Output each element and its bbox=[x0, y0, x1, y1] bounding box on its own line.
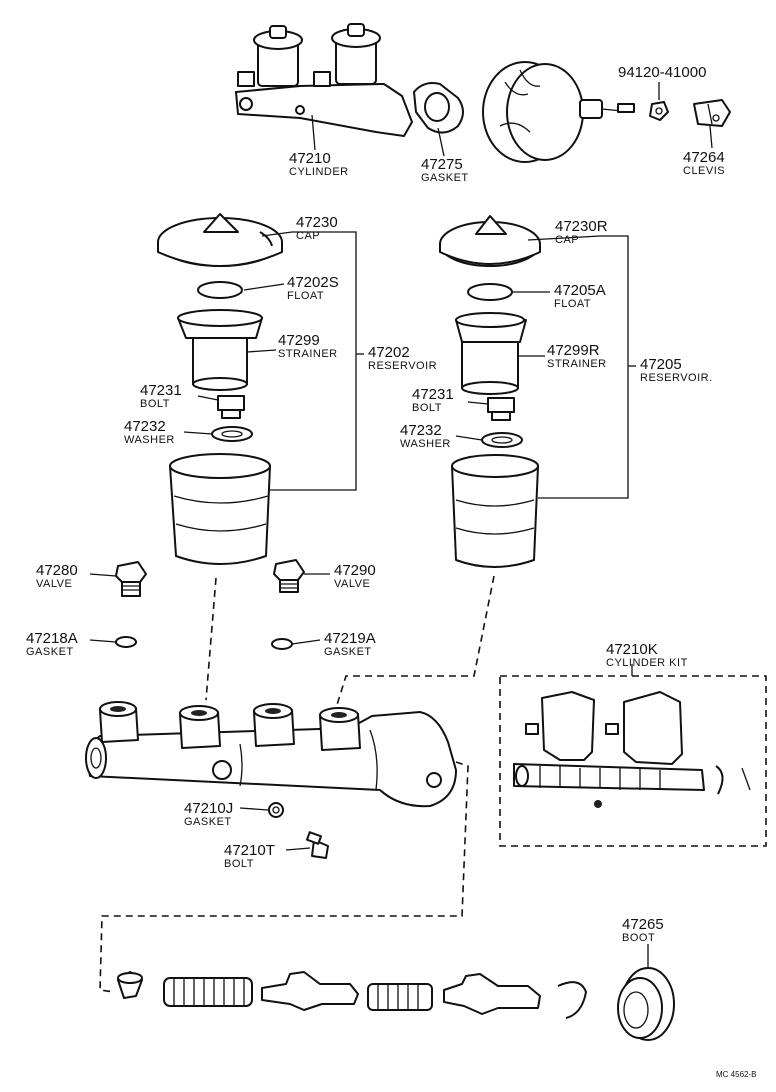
gasket-47210J bbox=[268, 802, 284, 818]
svg-text:47210T: 47210T bbox=[224, 842, 275, 859]
svg-text:47232: 47232 bbox=[400, 422, 442, 439]
label-47205: 47205 RESERVOIR. bbox=[640, 356, 713, 384]
svg-text:47232: 47232 bbox=[124, 418, 166, 435]
svg-text:47205A: 47205A bbox=[554, 282, 606, 299]
svg-text:VALVE: VALVE bbox=[36, 578, 72, 590]
label-47231-left: 47231 BOLT bbox=[140, 382, 182, 410]
label-47232-right: 47232 WASHER bbox=[400, 422, 451, 450]
svg-text:GASKET: GASKET bbox=[26, 646, 74, 658]
svg-text:CLEVIS: CLEVIS bbox=[683, 165, 725, 177]
svg-text:47280: 47280 bbox=[36, 562, 78, 579]
svg-text:94120-41000: 94120-41000 bbox=[618, 64, 706, 81]
footer-code: MC 4562-B bbox=[716, 1070, 756, 1079]
label-47230: 47230 CAP bbox=[296, 214, 338, 242]
label-94120-41000: 94120-41000 bbox=[618, 64, 706, 81]
label-47210J: 47210J GASKET bbox=[184, 800, 233, 828]
svg-text:47230: 47230 bbox=[296, 214, 338, 231]
svg-text:WASHER: WASHER bbox=[124, 434, 175, 446]
svg-text:47265: 47265 bbox=[622, 916, 664, 933]
right-reservoir bbox=[439, 215, 541, 568]
cylinder-kit-box bbox=[499, 675, 767, 847]
clevis-47264 bbox=[693, 99, 731, 127]
gasket-47218A bbox=[115, 636, 137, 648]
svg-text:GASKET: GASKET bbox=[184, 816, 232, 828]
label-47210: 47210 CYLINDER bbox=[289, 150, 349, 178]
svg-text:47231: 47231 bbox=[140, 382, 182, 399]
label-47210K: 47210K CYLINDER KIT bbox=[606, 641, 688, 669]
svg-text:47218A: 47218A bbox=[26, 630, 78, 647]
svg-text:BOLT: BOLT bbox=[224, 858, 254, 870]
label-47299: 47299 STRAINER bbox=[278, 332, 338, 360]
svg-text:47275: 47275 bbox=[421, 156, 463, 173]
svg-text:RESERVOIR: RESERVOIR bbox=[368, 360, 437, 372]
svg-text:CAP: CAP bbox=[555, 234, 579, 246]
svg-text:FLOAT: FLOAT bbox=[554, 298, 591, 310]
label-47299R: 47299R STRAINER bbox=[547, 342, 607, 370]
label-47280: 47280 VALVE bbox=[36, 562, 78, 590]
svg-text:47210J: 47210J bbox=[184, 800, 233, 817]
svg-text:CAP: CAP bbox=[296, 230, 320, 242]
label-47219A: 47219A GASKET bbox=[324, 630, 376, 658]
bolt-47210T bbox=[305, 831, 329, 859]
svg-text:BOOT: BOOT bbox=[622, 932, 655, 944]
label-47231-right: 47231 BOLT bbox=[412, 386, 454, 414]
boot-47265 bbox=[617, 967, 675, 1041]
label-47275: 47275 GASKET bbox=[421, 156, 469, 184]
label-47230R: 47230R CAP bbox=[555, 218, 608, 246]
svg-text:STRAINER: STRAINER bbox=[278, 348, 338, 360]
left-reservoir bbox=[157, 213, 283, 565]
svg-text:BOLT: BOLT bbox=[412, 402, 442, 414]
svg-text:RESERVOIR.: RESERVOIR. bbox=[640, 372, 713, 384]
label-47232-left: 47232 WASHER bbox=[124, 418, 175, 446]
svg-text:47290: 47290 bbox=[334, 562, 376, 579]
svg-text:GASKET: GASKET bbox=[421, 172, 469, 184]
svg-text:BOLT: BOLT bbox=[140, 398, 170, 410]
svg-text:47210: 47210 bbox=[289, 150, 331, 167]
valve-47280 bbox=[115, 561, 147, 597]
brake-booster bbox=[482, 61, 635, 163]
label-47218A: 47218A GASKET bbox=[26, 630, 78, 658]
gasket-47219A bbox=[271, 638, 293, 650]
svg-text:47264: 47264 bbox=[683, 149, 725, 166]
label-47265: 47265 BOOT bbox=[622, 916, 664, 944]
svg-text:47205: 47205 bbox=[640, 356, 682, 373]
internal-parts bbox=[117, 971, 587, 1019]
label-47202S: 47202S FLOAT bbox=[287, 274, 339, 302]
nut-94120 bbox=[649, 101, 669, 121]
svg-text:47299R: 47299R bbox=[547, 342, 600, 359]
svg-text:47210K: 47210K bbox=[606, 641, 658, 658]
svg-text:STRAINER: STRAINER bbox=[547, 358, 607, 370]
svg-text:FLOAT: FLOAT bbox=[287, 290, 324, 302]
svg-text:GASKET: GASKET bbox=[324, 646, 372, 658]
svg-text:47202: 47202 bbox=[368, 344, 410, 361]
label-47264: 47264 CLEVIS bbox=[683, 149, 725, 177]
valve-47290 bbox=[273, 559, 305, 593]
master-cylinder-body bbox=[85, 701, 457, 808]
gasket-47275 bbox=[413, 82, 464, 134]
label-47202: 47202 RESERVOIR bbox=[368, 344, 437, 372]
label-47205A: 47205A FLOAT bbox=[554, 282, 606, 310]
svg-text:WASHER: WASHER bbox=[400, 438, 451, 450]
svg-text:47202S: 47202S bbox=[287, 274, 339, 291]
svg-text:47299: 47299 bbox=[278, 332, 320, 349]
svg-text:47231: 47231 bbox=[412, 386, 454, 403]
cylinder-assembly bbox=[235, 23, 413, 137]
label-47210T: 47210T BOLT bbox=[224, 842, 275, 870]
svg-text:47219A: 47219A bbox=[324, 630, 376, 647]
svg-text:CYLINDER: CYLINDER bbox=[289, 166, 349, 178]
label-47290: 47290 VALVE bbox=[334, 562, 376, 590]
svg-text:VALVE: VALVE bbox=[334, 578, 370, 590]
svg-text:CYLINDER KIT: CYLINDER KIT bbox=[606, 657, 688, 669]
svg-text:47230R: 47230R bbox=[555, 218, 608, 235]
